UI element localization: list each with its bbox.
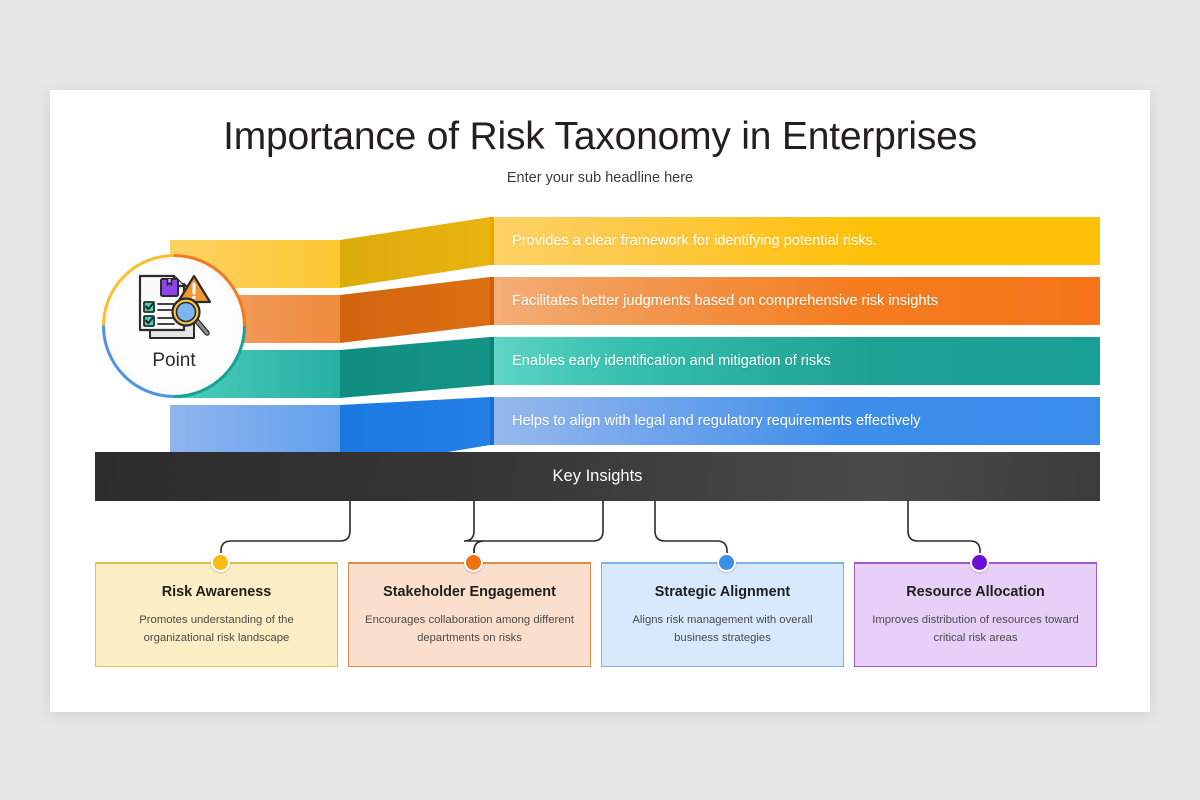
hub-circle[interactable]: Point <box>98 250 250 402</box>
statement-bar-1-text: Provides a clear framework for identifyi… <box>512 233 877 249</box>
insight-card-4-description: Improves distribution of resources towar… <box>872 614 1079 645</box>
insight-card-risk-awareness[interactable]: Risk Awareness Promotes understanding of… <box>95 562 338 667</box>
card-connector-dot-3 <box>717 553 736 572</box>
insight-card-strategic-alignment[interactable]: Strategic Alignment Aligns risk manageme… <box>601 562 844 667</box>
statement-bar-4-text: Helps to align with legal and regulatory… <box>512 413 921 429</box>
insight-card-2-title: Stakeholder Engagement <box>383 584 556 600</box>
insight-card-resource-allocation[interactable]: Resource Allocation Improves distributio… <box>854 562 1097 667</box>
insight-card-3-title: Strategic Alignment <box>654 584 791 600</box>
key-insights-label: Key Insights <box>552 467 643 485</box>
statement-bar-4[interactable]: Helps to align with legal and regulatory… <box>490 397 1100 445</box>
insight-card-stakeholder-engagement[interactable]: Stakeholder Engagement Encourages collab… <box>348 562 591 667</box>
statement-bar-2-text: Facilitates better judgments based on co… <box>512 293 938 309</box>
page-title: Importance of Risk Taxonomy in Enterpris… <box>223 115 977 158</box>
insight-card-1-description: Promotes understanding of the organizati… <box>139 614 294 645</box>
statement-bar-3-text: Enables early identification and mitigat… <box>512 353 831 369</box>
page-subtitle: Enter your sub headline here <box>506 170 694 186</box>
risk-checklist-magnifier-icon <box>138 274 212 339</box>
insight-card-4-title: Resource Allocation <box>906 584 1045 600</box>
hub-label: Point <box>152 350 196 371</box>
insight-card-3-description: Aligns risk management with overall busi… <box>632 614 813 645</box>
statement-bar-1[interactable]: Provides a clear framework for identifyi… <box>490 217 1100 265</box>
key-insights-bar[interactable]: Key Insights <box>95 452 1100 501</box>
insight-card-1-title: Risk Awareness <box>161 584 272 600</box>
card-connector-dot-4 <box>970 553 989 572</box>
presentation-slide: Provides a clear framework for identifyi… <box>50 90 1150 712</box>
insight-card-2-description: Encourages collaboration among different… <box>365 614 574 645</box>
card-connector-dot-2 <box>464 553 483 572</box>
card-connector-dot-1 <box>211 553 230 572</box>
statement-bar-3[interactable]: Enables early identification and mitigat… <box>490 337 1100 385</box>
statement-bar-2[interactable]: Facilitates better judgments based on co… <box>490 277 1100 325</box>
